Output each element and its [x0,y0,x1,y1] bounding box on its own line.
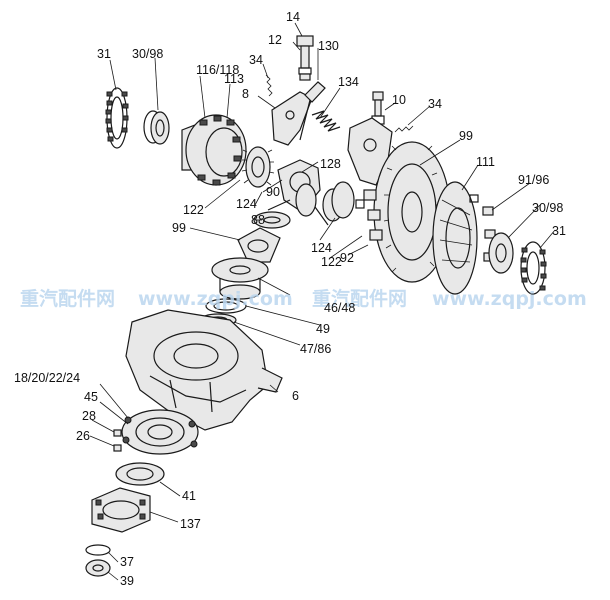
spring-134 [311,110,341,132]
watermark-url-right: www.zqpj.com [432,288,587,310]
flange-nut-39 [85,559,111,577]
left-bearing-cup [143,110,170,145]
callout-14: 14 [286,10,300,24]
left-differential-case [181,114,247,186]
callout-49: 49 [316,322,330,336]
callout-10: 10 [392,93,406,107]
callout-39: 39 [120,574,134,588]
callout-28: 28 [82,409,96,423]
callout-12: 12 [268,33,282,47]
left-side-gear [241,146,275,188]
callout-47-86: 47/86 [300,342,331,356]
callout-labels: 14 12 130 31 30/98 116/118 113 34 8 134 … [14,10,566,588]
right-case-bolts [355,189,383,241]
callout-130: 130 [318,39,339,53]
flange-washer-37 [85,544,111,556]
callout-6: 6 [292,389,299,403]
companion-flange [91,487,151,533]
callout-45: 45 [84,390,98,404]
callout-134: 134 [338,75,359,89]
oil-seal-41 [115,462,165,486]
callout-90: 90 [266,185,280,199]
planet-pinion-gears [295,181,355,222]
callout-41: 41 [182,489,196,503]
callout-46-48: 46/48 [324,301,355,315]
callout-124-left: 124 [236,197,257,211]
watermark-url-left: www.zqpj.com [138,288,293,310]
right-spring-pin [394,125,414,133]
watermark-cn-left: 重汽配件网 [20,287,115,310]
callout-88: 88 [251,213,265,227]
callout-137: 137 [180,517,201,531]
thrust-washer-88 [253,211,291,229]
callout-34-right: 34 [428,97,442,111]
callout-122-left: 122 [183,203,204,217]
callout-99-left: 99 [172,221,186,235]
callout-18-20-22-24: 18/20/22/24 [14,371,80,385]
callout-8: 8 [242,87,249,101]
left-roller-bearing [105,87,129,149]
right-bearing-cup [488,232,514,274]
right-roller-bearing [520,241,547,295]
callout-30-98-left: 30/98 [132,47,163,61]
callout-30-98-right: 30/98 [532,201,563,215]
callout-122-mid: 122 [321,255,342,269]
callout-31-right: 31 [552,224,566,238]
callout-124-mid: 124 [311,241,332,255]
shift-shaft-130 [299,81,326,141]
nuts-washers [113,429,122,452]
bolt-12-14 [296,35,314,81]
pinion-bearing-cage [121,409,199,455]
callout-111: 111 [476,155,495,169]
callout-128: 128 [320,157,341,171]
callout-31-left: 31 [97,47,111,61]
watermark: 重汽配件网 www.zqpj.com 重汽配件网 www.zqpj.com [20,287,587,310]
callout-91-96: 91/96 [518,173,549,187]
callout-26: 26 [76,429,90,443]
callout-37: 37 [120,555,134,569]
left-spring-pin [265,74,273,97]
shift-lever-8 [271,91,313,146]
callout-99-top: 99 [459,129,473,143]
lower-side-gear-99 [237,227,281,263]
callout-92: 92 [340,251,354,265]
callout-34-left: 34 [249,53,263,67]
right-case-half [432,181,478,295]
drive-pinion-shaft [211,257,269,300]
carrier-housing [125,309,283,431]
watermark-cn-right: 重汽配件网 [312,287,407,310]
callout-116-118: 116/118 [196,63,239,77]
leader-lines [89,22,556,581]
callout-113: 113 [224,72,244,86]
